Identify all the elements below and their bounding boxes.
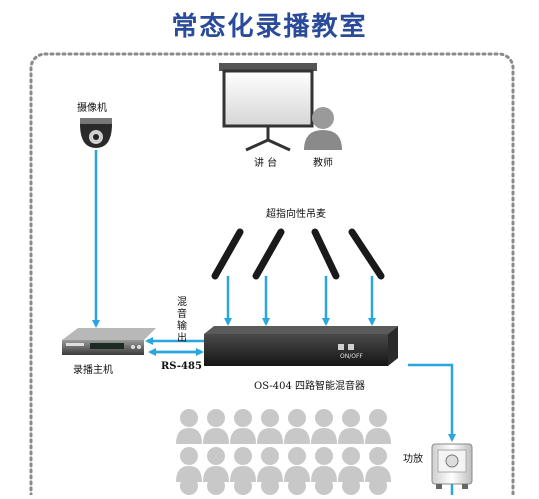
rs485-label: RS-485 (161, 361, 202, 372)
audience-person-icon (176, 409, 202, 444)
audience-person-icon (203, 409, 229, 444)
signal-connections (92, 150, 456, 495)
audience-person-icon (338, 447, 364, 482)
audience-group (176, 409, 391, 499)
mixer-to-amplifier-line (408, 363, 456, 442)
audience-person-icon (176, 447, 202, 482)
teacher-person-icon (304, 107, 342, 150)
mix-output-label: 混音输出 (177, 297, 187, 344)
hanging-mic-icon (211, 228, 385, 280)
mixer-switch-label: ON/OFF (340, 353, 363, 360)
audience-person-icon (311, 447, 337, 482)
audience-person-icon (257, 447, 283, 482)
mics-label: 超指向性吊麦 (266, 209, 326, 220)
audience-person-icon (284, 447, 310, 482)
audience-person-icon (311, 409, 337, 444)
teacher-label: 教师 (313, 158, 333, 169)
audience-person-icon (338, 409, 364, 444)
audience-person-icon (257, 409, 283, 444)
amplifier-icon (431, 443, 473, 489)
projector-screen-icon (219, 63, 317, 152)
dotted-room-border (29, 52, 515, 499)
audience-person-icon (230, 409, 256, 444)
mixer-box-icon (204, 326, 398, 366)
podium-label: 讲 台 (254, 158, 278, 169)
audience-person-icon (203, 447, 229, 482)
recorder-box-icon (62, 328, 156, 355)
recorder-label: 录播主机 (73, 365, 113, 376)
dome-camera-icon (80, 118, 112, 148)
camera-label: 摄像机 (77, 103, 107, 114)
mixer-label: OS-404 四路智能混音器 (254, 381, 366, 392)
amplifier-label: 功放 (403, 454, 423, 465)
page-title: 常态化录播教室 (171, 12, 368, 42)
audience-person-icon (365, 447, 391, 482)
audience-person-icon (284, 409, 310, 444)
audience-person-icon (230, 447, 256, 482)
audience-person-icon (365, 409, 391, 444)
